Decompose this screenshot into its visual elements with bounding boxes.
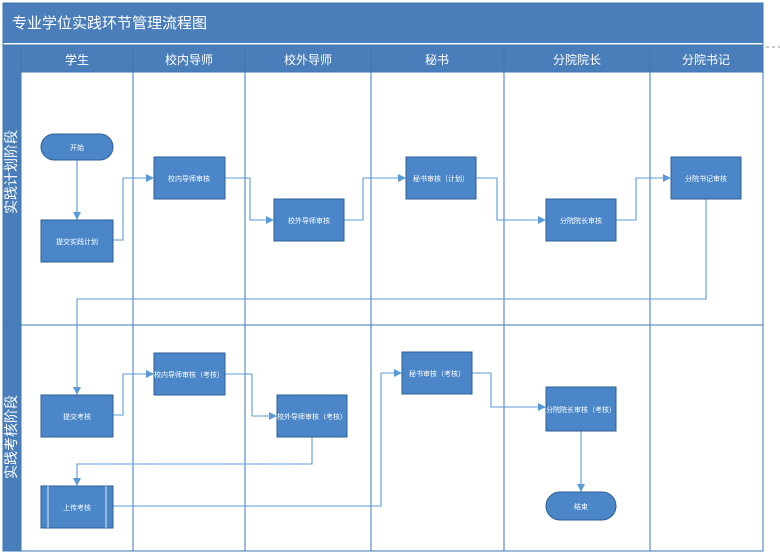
node-upload-exam: 上传考核 bbox=[40, 485, 114, 529]
lane-party-secretary: 分院书记 bbox=[682, 53, 730, 67]
node-submit-plan-label: 提交实践计划 bbox=[56, 237, 98, 246]
node-dean-exam-review: 分院院长审核（考核） bbox=[545, 386, 617, 432]
lane-outer-advisor: 校外导师 bbox=[284, 52, 332, 67]
phase-plan: 实践计划阶段 bbox=[4, 130, 20, 214]
node-end-label: 结束 bbox=[574, 502, 588, 511]
node-submit-exam: 提交考核 bbox=[40, 394, 114, 438]
diagram-title: 专业学位实践环节管理流程图 bbox=[12, 14, 207, 32]
node-inner-review-label: 校内导师审核 bbox=[168, 174, 210, 183]
node-dean-review: 分院院长审核 bbox=[545, 198, 617, 242]
node-secretary-exam-review: 秘书审核（考核） bbox=[401, 351, 473, 395]
phase-column bbox=[3, 45, 21, 551]
node-dean-exam-review-label: 分院院长审核（考核） bbox=[546, 405, 616, 414]
node-dean-review-label: 分院院长审核 bbox=[560, 216, 602, 225]
node-submit-exam-label: 提交考核 bbox=[63, 412, 91, 421]
lane-secretary: 秘书 bbox=[425, 53, 449, 67]
node-inner-review: 校内导师审核 bbox=[153, 156, 226, 200]
title-bar bbox=[3, 3, 763, 43]
phase-exam: 实践考核阶段 bbox=[4, 395, 20, 479]
node-outer-exam-review: 校外导师审核（考核） bbox=[276, 394, 348, 438]
node-outer-exam-review-label: 校外导师审核（考核） bbox=[277, 412, 347, 421]
node-upload-exam-label: 上传考核 bbox=[63, 503, 91, 512]
node-secretary-review: 秘书审核（计划） bbox=[405, 156, 477, 200]
connectors bbox=[73, 160, 707, 507]
node-secretary-exam-review-label: 秘书审核（考核） bbox=[409, 369, 465, 378]
lane-header-row bbox=[21, 45, 763, 72]
lane-inner-advisor: 校内导师 bbox=[165, 52, 213, 67]
node-secretary-review-label: 秘书审核（计划） bbox=[413, 174, 469, 183]
node-start-label: 开始 bbox=[70, 143, 84, 152]
lane-grid bbox=[2, 2, 764, 552]
node-start: 开始 bbox=[40, 133, 114, 161]
node-outer-review-label: 校外导师审核 bbox=[288, 216, 330, 225]
node-inner-exam-review-label: 校内导师审核（考核） bbox=[154, 370, 224, 379]
node-outer-review: 校外导师审核 bbox=[273, 198, 345, 242]
lane-dean: 分院院长 bbox=[553, 53, 601, 67]
node-end: 结束 bbox=[545, 491, 617, 521]
node-submit-plan: 提交实践计划 bbox=[40, 219, 114, 263]
node-party-secretary-review-label: 分院书记审核 bbox=[685, 174, 727, 183]
node-inner-exam-review: 校内导师审核（考核） bbox=[153, 352, 226, 396]
lane-student: 学生 bbox=[65, 52, 89, 67]
node-party-secretary-review: 分院书记审核 bbox=[670, 156, 742, 200]
